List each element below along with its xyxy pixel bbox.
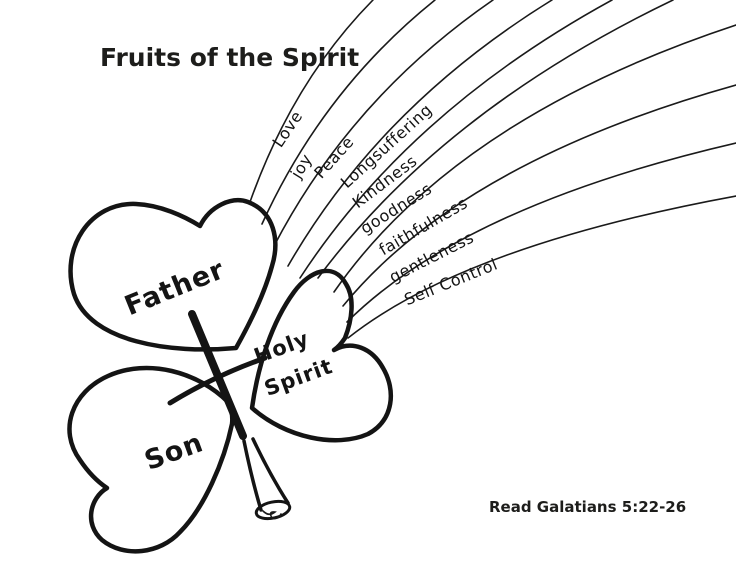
label-son: Son (140, 427, 207, 477)
fruit-ray (342, 84, 736, 307)
ray-group (249, 0, 736, 339)
label-father: Father (120, 254, 229, 322)
stem (242, 437, 292, 521)
leaf-holy-spirit (249, 268, 394, 443)
shamrock: Father Son Holy Spirit (67, 198, 394, 554)
scripture-reference: Read Galatians 5:22-26 (489, 498, 686, 516)
page-title: Fruits of the Spirit (100, 43, 359, 72)
fruit-ray (346, 142, 736, 323)
fruit-ray (273, 0, 494, 247)
leaf-father (68, 198, 278, 352)
fruit-label-love: Love (268, 107, 306, 151)
stem-right-edge (251, 437, 290, 505)
fruit-ray (287, 0, 553, 267)
fruit-ray (249, 0, 374, 203)
leaf-son (67, 365, 235, 554)
fruit-ray (261, 0, 436, 225)
stem-foot-scribble (262, 510, 282, 520)
fruit-labels: Love joy Peace Longsuffering Kindness go… (268, 100, 500, 309)
cross-bar (167, 355, 268, 406)
fruit-ray (317, 0, 674, 279)
stem-left-edge (242, 439, 263, 512)
fruit-ray (299, 0, 613, 279)
fruit-ray (333, 24, 736, 293)
fruit-ray (347, 195, 736, 339)
cross (167, 310, 268, 440)
